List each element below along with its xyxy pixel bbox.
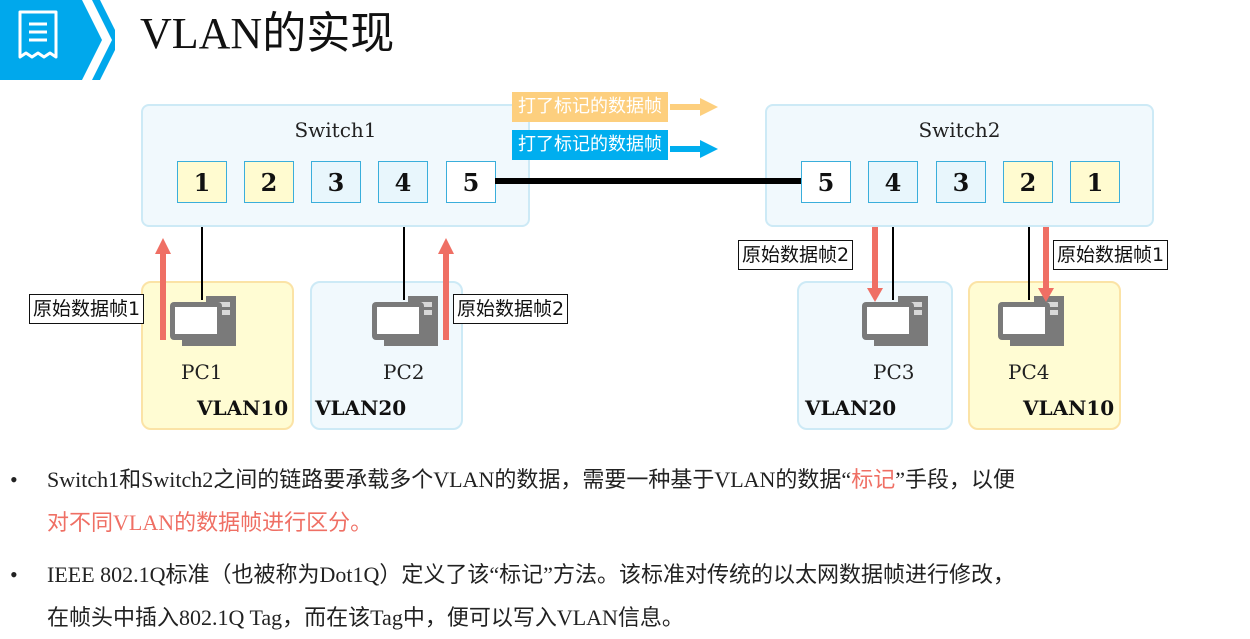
bullet-2-line1: IEEE 802.1Q标准（也被称为Dot1Q）定义了该“标记”方法。该标准对传… <box>47 562 1015 587</box>
frame-label-pc3: 原始数据帧2 <box>738 240 854 270</box>
frame-label-pc4: 原始数据帧1 <box>1053 240 1169 270</box>
switch1-port-1[interactable]: 1 <box>177 161 227 203</box>
switch1: Switch1 1 2 3 4 5 <box>141 104 530 227</box>
header-banner <box>0 0 120 80</box>
switch2-port-1[interactable]: 1 <box>1070 161 1120 203</box>
switch1-port-3[interactable]: 3 <box>311 161 361 203</box>
bullet-1-line2: 对不同VLAN的数据帧进行区分。 <box>47 510 373 535</box>
switch2-port-2[interactable]: 2 <box>1003 161 1053 203</box>
document-list-icon <box>18 10 58 59</box>
switch2: Switch2 5 4 3 2 1 <box>765 104 1154 227</box>
switch1-port-2[interactable]: 2 <box>244 161 294 203</box>
frame-label-pc1: 原始数据帧1 <box>29 294 145 324</box>
bullet-marker: • <box>10 562 18 587</box>
page-title: VLAN的实现 <box>140 9 395 58</box>
bullet-1-line1: Switch1和Switch2之间的链路要承载多个VLAN的数据，需要一种基于V… <box>47 467 852 492</box>
bullet-marker: • <box>10 467 18 492</box>
bullet-2: • IEEE 802.1Q标准（也被称为Dot1Q）定义了该“标记”方法。该标准… <box>10 553 1245 639</box>
pc4-vlan-label: VLAN10 <box>1023 396 1115 420</box>
pc1-vlan-label: VLAN10 <box>197 396 289 420</box>
trunk-link-overlay <box>495 178 801 184</box>
pc3-computer-icon[interactable] <box>860 294 930 348</box>
switch2-port-4[interactable]: 4 <box>868 161 918 203</box>
switch1-label: Switch1 <box>294 118 377 142</box>
diagram-overlay <box>160 281 1054 340</box>
pc2-label: PC2 <box>383 360 425 384</box>
tagged-frame-label-2: 打了标记的数据帧 <box>512 130 668 160</box>
pc1-label: PC1 <box>181 360 223 384</box>
pc4-label: PC4 <box>1008 360 1050 384</box>
switch2-port-3[interactable]: 3 <box>936 161 986 203</box>
switch2-port-5[interactable]: 5 <box>801 161 851 203</box>
pc4-computer-icon[interactable] <box>996 294 1066 348</box>
bullet-2-line2: 在帧头中插入802.1Q Tag，而在该Tag中，便可以写入VLAN信息。 <box>47 605 684 630</box>
bullet-1-line1-tail: ”手段，以便 <box>895 467 1015 492</box>
bullet-1: • Switch1和Switch2之间的链路要承载多个VLAN的数据，需要一种基… <box>10 458 1245 544</box>
pc1-computer-icon[interactable] <box>168 294 238 348</box>
tagged-frame-arrow-2 <box>670 140 718 158</box>
switch2-label: Switch2 <box>918 118 1001 142</box>
frame-label-pc2: 原始数据帧2 <box>453 294 569 324</box>
tagged-frame-label-1: 打了标记的数据帧 <box>512 92 668 122</box>
pc3-label: PC3 <box>873 360 915 384</box>
bullet-1-highlight: 标记 <box>851 467 896 492</box>
tagged-frame-arrow-1 <box>670 98 718 116</box>
pc2-computer-icon[interactable] <box>370 294 440 348</box>
pc2-vlan-label: VLAN20 <box>315 396 407 420</box>
switch1-port-4[interactable]: 4 <box>378 161 428 203</box>
switch1-port-5[interactable]: 5 <box>446 161 496 203</box>
pc3-vlan-label: VLAN20 <box>805 396 897 420</box>
